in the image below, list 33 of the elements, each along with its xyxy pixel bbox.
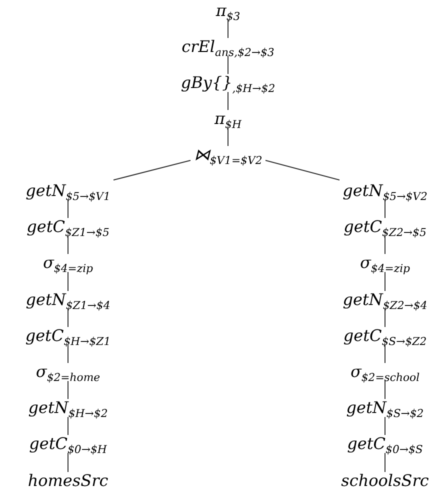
operator-label: getN$_{$H→$2}$ — [27, 399, 109, 417]
operator-label: getN$_{$5→$V1}$ — [24, 182, 112, 200]
operator-label: getC$_{$0→$S}$ — [346, 436, 424, 454]
connector-line — [384, 272, 386, 292]
operator-label: σ$_{$2=school}$ — [349, 363, 421, 381]
operator-label: getC$_{$H→$Z1}$ — [24, 327, 112, 345]
connector-line — [384, 452, 386, 472]
connector-line — [384, 380, 386, 400]
connector-line — [384, 344, 386, 364]
operator-label: getN$_{$Z2→$4}$ — [342, 290, 428, 308]
operator-label: getN$_{$5→$V2}$ — [342, 182, 428, 200]
operator-label: crEl$_{ans,$2→$3}$ — [180, 38, 276, 56]
connector-line — [384, 308, 386, 328]
connector-line — [384, 236, 386, 254]
operator-label: schoolsSrc — [340, 472, 430, 490]
operator-label: getC$_{$Z2→$5}$ — [342, 218, 428, 236]
operator-label: π$_{$3}$ — [214, 2, 242, 20]
connector-line — [113, 160, 191, 180]
operator-label: π$_{$H}$ — [214, 110, 242, 128]
operator-label: getC$_{$0→$H}$ — [28, 436, 108, 454]
connector-line — [384, 416, 386, 436]
connector-line — [384, 200, 386, 218]
operator-label: getC$_{$S→$Z2}$ — [342, 327, 428, 345]
operator-label: σ$_{$4=zip}$ — [358, 254, 412, 272]
operator-label: gBy{}$_{,$H→$2}$ — [180, 74, 276, 92]
operator-label: getN$_{$Z1→$4}$ — [24, 290, 112, 308]
operator-label: σ$_{$4=zip}$ — [42, 254, 94, 272]
operator-label: getN$_{$S→$2}$ — [345, 399, 425, 417]
connector-line — [265, 160, 340, 180]
operator-label: ⋈$_{$V1=$V2}$ — [192, 146, 264, 164]
operator-label: homesSrc — [26, 472, 110, 490]
operator-label: getC$_{$Z1→$5}$ — [26, 218, 110, 236]
operator-label: σ$_{$2=home}$ — [34, 363, 102, 381]
